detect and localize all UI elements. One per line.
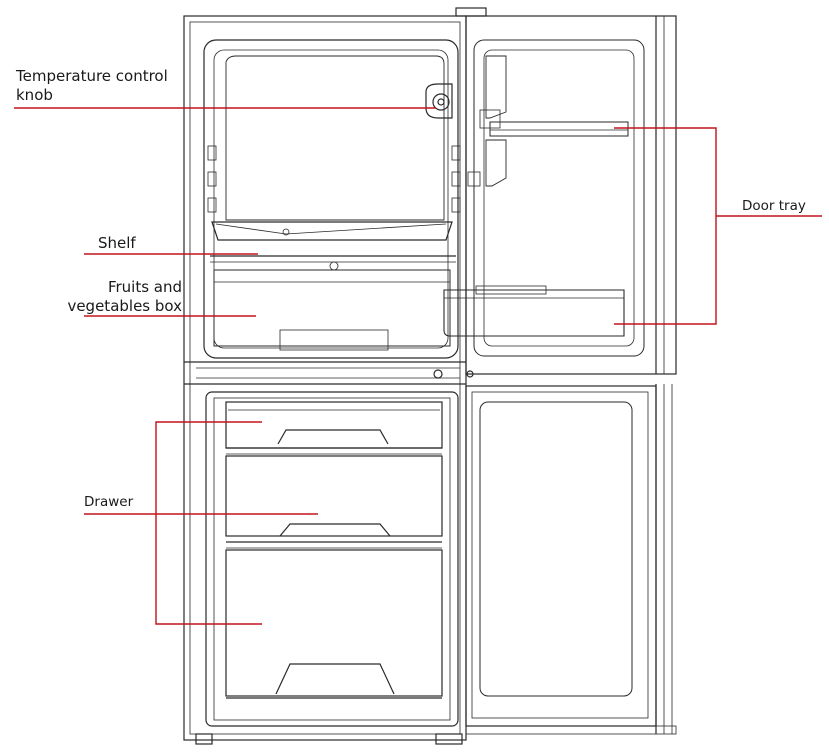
- crisper-box: [213, 269, 451, 351]
- fridge-door: [465, 15, 677, 375]
- fruits-and-vegetables-box-label: Fruits and vegetables box: [67, 278, 182, 315]
- leader-door-tray: [614, 127, 717, 325]
- door-tray-lower: [443, 285, 625, 337]
- drawer-label: Drawer: [84, 494, 134, 510]
- freezer-drawer-2: [225, 455, 443, 549]
- temperature-knob: [425, 83, 453, 119]
- temperature-control-knob-label: Temperature control knob: [16, 67, 168, 104]
- freezer-drawer-1: [225, 401, 443, 455]
- door-tray-label: Door tray: [742, 198, 806, 214]
- leader-drawer: [155, 421, 262, 625]
- fridge-shelf: [210, 221, 456, 271]
- shelf-label: Shelf: [98, 234, 136, 252]
- door-tray-upper: [489, 121, 629, 137]
- freezer-compartment: [205, 391, 459, 727]
- freezer-door: [465, 384, 677, 735]
- freezer-drawer-3: [225, 549, 443, 699]
- fridge-compartment: [203, 39, 461, 359]
